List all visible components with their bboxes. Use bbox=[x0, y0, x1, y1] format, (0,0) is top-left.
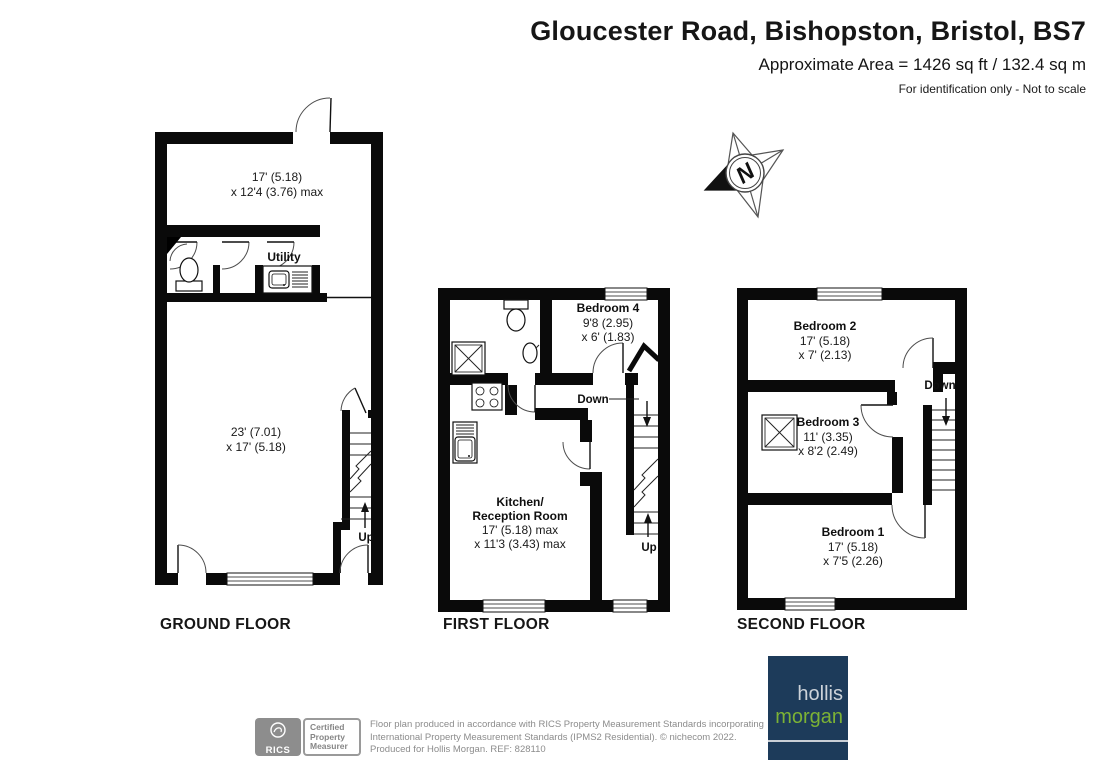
first-floor-plan: Bedroom 4 9'8 (2.95) x 6' (1.83) Down Ki… bbox=[438, 287, 670, 613]
kitchen-dim2: x 11'3 (3.43) max bbox=[474, 537, 565, 551]
ground-stairs bbox=[333, 387, 383, 573]
second-windows bbox=[784, 287, 883, 611]
floorplan-disclaimer: Floor plan produced in accordance with R… bbox=[370, 719, 764, 757]
first-up-label: Up bbox=[641, 542, 656, 554]
second-doors bbox=[860, 337, 934, 539]
rics-brand-text: RICS bbox=[265, 745, 291, 756]
rics-cert-line2: Property bbox=[310, 731, 345, 742]
ground-main-room-dim1: 23' (7.01) bbox=[231, 425, 281, 439]
second-stairs bbox=[932, 398, 955, 491]
bedroom2-dim2: x 7' (2.13) bbox=[799, 348, 852, 362]
ground-rear-doors bbox=[177, 544, 369, 574]
toilet bbox=[503, 299, 529, 332]
bedroom3-dim2: x 8'2 (2.49) bbox=[798, 444, 858, 458]
first-stairs bbox=[609, 398, 659, 537]
logo-hollis-text: hollis bbox=[797, 683, 843, 705]
bedroom1-dim1: 17' (5.18) bbox=[828, 540, 878, 554]
kitchen-name2: Reception Room bbox=[472, 509, 567, 523]
bedroom3-name: Bedroom 3 bbox=[797, 415, 860, 429]
rics-certified-badge: RICS Certified Property Measurer bbox=[255, 718, 361, 757]
ground-main-room-dim2: x 17' (5.18) bbox=[226, 440, 286, 454]
ground-floor-plan: 17' (5.18) x 12'4 (3.76) max Utility 23'… bbox=[155, 97, 383, 586]
rics-cert-tile: Certified Property Measurer bbox=[303, 718, 361, 756]
shower bbox=[451, 341, 486, 376]
kitchen-name1: Kitchen/ bbox=[496, 495, 544, 509]
logo-divider-line bbox=[768, 740, 848, 742]
first-doors bbox=[507, 342, 624, 470]
north-compass-icon: N bbox=[703, 131, 785, 219]
kitchen-dim1: 17' (5.18) max bbox=[482, 523, 558, 537]
bedroom4-dim1: 9'8 (2.95) bbox=[583, 316, 633, 330]
wash-basin bbox=[522, 342, 540, 364]
ground-floor-label: GROUND FLOOR bbox=[160, 616, 292, 633]
ground-up-label: Up bbox=[358, 532, 373, 544]
header: Gloucester Road, Bishopston, Bristol, BS… bbox=[530, 16, 1086, 96]
rooflight bbox=[761, 414, 798, 451]
hollis-morgan-logo: hollis morgan bbox=[768, 656, 848, 760]
disclaimer-line1: Floor plan produced in accordance with R… bbox=[370, 719, 764, 730]
bedroom3-dim1: 11' (3.35) bbox=[803, 430, 852, 444]
property-address-title: Gloucester Road, Bishopston, Bristol, BS… bbox=[530, 16, 1086, 46]
second-floor-plan: Bedroom 2 17' (5.18) x 7' (2.13) Down Be… bbox=[737, 287, 967, 611]
scale-disclaimer: For identification only - Not to scale bbox=[898, 82, 1086, 96]
rics-lion-icon bbox=[270, 722, 286, 738]
bedroom2-dim1: 17' (5.18) bbox=[800, 334, 850, 348]
kitchen-sink bbox=[452, 421, 478, 464]
utility-label: Utility bbox=[267, 250, 301, 264]
disclaimer-line2: International Property Measurement Stand… bbox=[370, 731, 737, 743]
ground-top-room-dim2: x 12'4 (3.76) max bbox=[231, 185, 323, 199]
rics-logo-tile: RICS bbox=[255, 718, 301, 756]
bedroom1-name: Bedroom 1 bbox=[822, 525, 885, 539]
first-windows bbox=[482, 287, 648, 613]
first-floor-label: FIRST FLOOR bbox=[443, 616, 550, 633]
bedroom4-dim2: x 6' (1.83) bbox=[582, 330, 635, 344]
utility-sink bbox=[262, 265, 313, 294]
toilet bbox=[175, 257, 203, 292]
corner-basin bbox=[167, 237, 188, 262]
bedroom1-dim2: x 7'5 (2.26) bbox=[823, 554, 883, 568]
rics-cert-line1: Certified bbox=[310, 722, 345, 732]
bedroom4-name: Bedroom 4 bbox=[577, 301, 640, 315]
bedroom2-name: Bedroom 2 bbox=[794, 319, 857, 333]
ground-top-room-dim1: 17' (5.18) bbox=[252, 170, 302, 184]
rics-cert-line3: Measurer bbox=[310, 741, 348, 752]
ground-window bbox=[226, 572, 314, 586]
logo-morgan-text: morgan bbox=[775, 706, 843, 728]
bay-window bbox=[626, 342, 661, 373]
approximate-area: Approximate Area = 1426 sq ft / 132.4 sq… bbox=[758, 55, 1086, 74]
ground-entrance-door bbox=[295, 97, 332, 133]
first-down-label: Down bbox=[577, 394, 608, 406]
second-floor-label: SECOND FLOOR bbox=[737, 616, 866, 633]
disclaimer-line3: Produced for Hollis Morgan. REF: 828110 bbox=[370, 744, 546, 755]
second-down-label: Down bbox=[924, 380, 955, 392]
hob bbox=[471, 382, 503, 411]
